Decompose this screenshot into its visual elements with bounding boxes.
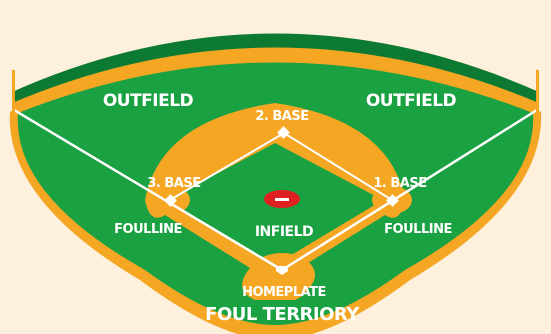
foul-pole-right <box>536 70 539 112</box>
third-base-label: 3. BASE <box>147 176 200 191</box>
first-base-label: 1. BASE <box>373 176 426 191</box>
pitchers-rubber <box>275 198 289 201</box>
outfield-right-label: OUTFIELD <box>366 91 457 111</box>
foulline-left-label: FOULLINE <box>114 222 182 237</box>
outfield-left-label: OUTFIELD <box>103 91 194 111</box>
foul-pole-left <box>12 70 15 112</box>
homeplate-label: HOMEPLATE <box>242 285 326 300</box>
second-base-label: 2. BASE <box>255 109 308 124</box>
foulline-right-label: FOULLINE <box>384 222 452 237</box>
foul-territory-label: FOUL TERRIORY <box>205 304 360 325</box>
infield-label: INFIELD <box>255 224 313 240</box>
